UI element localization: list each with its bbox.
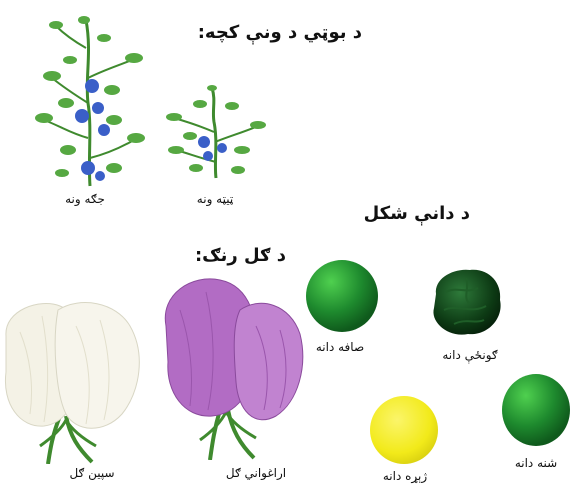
smooth-seed-label: صافه دانه [300,340,380,354]
white-flower-label: سپين ګل [52,466,132,480]
tall-plant-image [22,8,157,188]
flower-color-title: د ګل رنګ: [176,245,286,266]
green-seed-label: شنه دانه [498,456,574,470]
yellow-seed-label: ژېړه دانه [365,469,445,483]
white-flower-image [0,296,150,464]
wrinkled-seed-label: ګونځې دانه [425,348,515,362]
smooth-seed-image [304,258,380,334]
purple-flower-label: اراغواني ګل [206,466,306,480]
yellow-seed-image [368,394,440,466]
green-seed-image [500,372,572,448]
seed-shape-title: د دانې شکل [340,203,470,224]
short-plant-image [160,82,270,182]
plant-height-title: د بوټي د ونې کچه: [172,22,362,43]
short-plant-label: ټيټه ونه [175,192,255,206]
tall-plant-label: جګه ونه [40,192,130,206]
purple-flower-image [156,270,306,460]
wrinkled-seed-image [426,264,506,340]
